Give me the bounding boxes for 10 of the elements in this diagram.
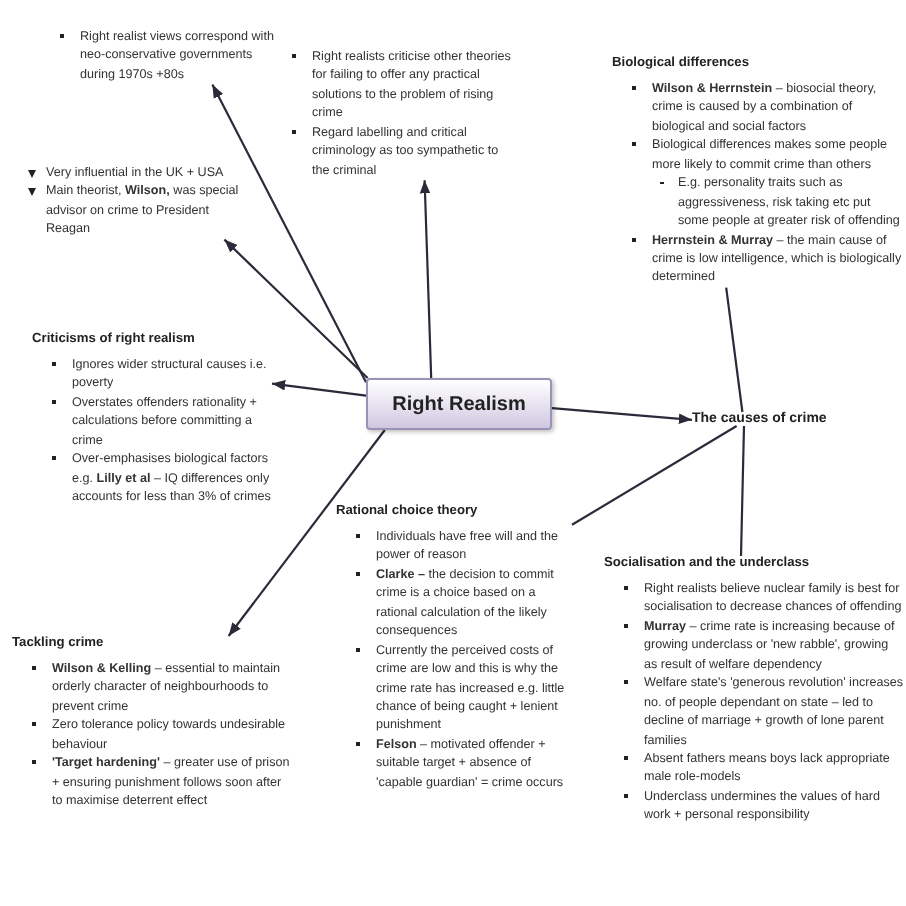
central-topic-box: Right Realism	[366, 378, 552, 430]
arrow	[271, 380, 367, 397]
connector-line	[739, 425, 746, 557]
arrow	[419, 180, 433, 379]
arrow	[551, 407, 693, 424]
connector-line	[571, 425, 738, 526]
arrow	[227, 429, 386, 637]
connector-line	[725, 287, 744, 413]
arrow	[211, 84, 367, 383]
arrow	[223, 238, 369, 379]
